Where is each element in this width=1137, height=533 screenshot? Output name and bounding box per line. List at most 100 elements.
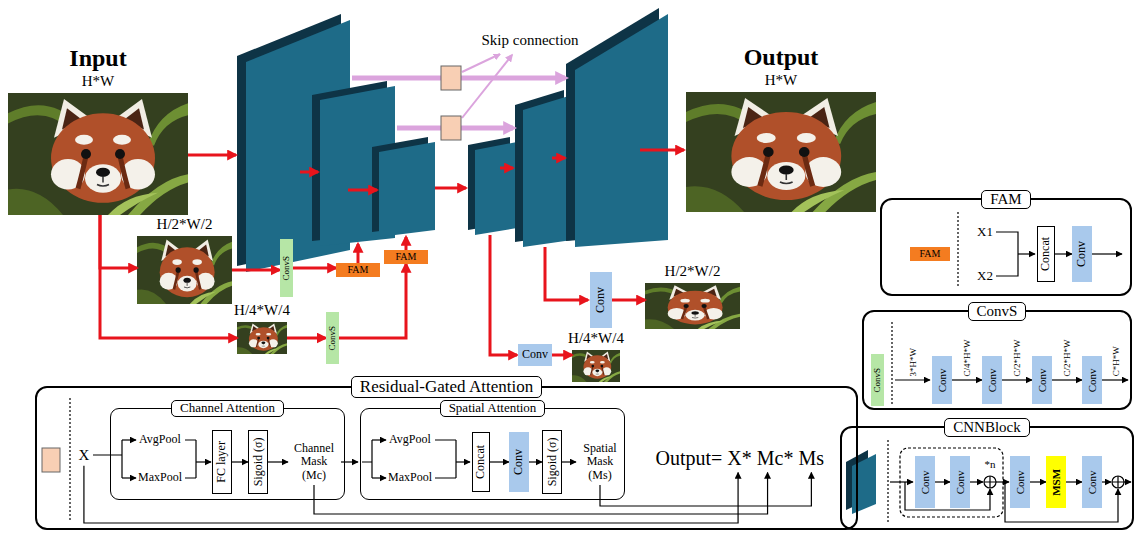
dotted-separator [957,212,958,288]
sum-symbol [984,476,996,488]
half-scale-image: H/2*W/2 [137,236,232,304]
feature-block [852,454,876,514]
shape-label: C/2*H*W [1012,339,1022,376]
box-label: Conv [1086,470,1099,494]
panel-title: CNNBlock [944,418,1030,437]
shape-label: 3*H*W [908,347,918,376]
shape-label: C/4*H*W [962,339,972,376]
feature-blocks [237,8,668,272]
convs-wiring [892,322,1128,404]
fam-wiring [958,212,1122,288]
flow-arrow [188,154,236,157]
caption-stack: H/2*W/2 [157,216,213,233]
box-label: ConvS [872,368,882,393]
connector-arrow [935,481,950,482]
wire [1092,253,1122,254]
pool-label: AvgPool [139,433,181,447]
wire [1018,253,1035,254]
feature-block [475,142,517,235]
shape-label: C/2*H*W [1062,339,1072,376]
pool-label: MaxPool [138,471,182,485]
shape-label: C*H*W [1111,346,1121,376]
image-caption: H/2*W/2 [665,263,721,280]
concat-box: Concat [1037,226,1055,282]
input-symbol: X [79,447,90,464]
box-label: Conv [986,368,999,392]
conv-box: Conv [1010,456,1030,508]
flow-arrow [612,299,645,302]
output-formula: Output= X* Mc* Ms [656,447,825,470]
box-label: Conv [512,449,526,475]
wire [996,232,1018,276]
image-caption: H/4*W/4 [234,302,290,319]
box-label: Conv [594,287,608,313]
box-label: FAM [348,264,369,276]
box-label: Conv [919,470,932,494]
fam-box: FAM [910,247,950,261]
box-label: FAM [920,248,941,260]
wire [562,461,576,462]
flow-arrow [640,149,684,152]
conv-box: Conv [1032,356,1052,404]
mask-label: Channel Mask (Mc) [290,442,338,483]
concat-box: Concat [472,432,490,492]
flow-arrow [300,171,318,174]
fc-layer-box: FC layer [212,430,232,494]
flow-arrow [357,244,360,263]
box-label: Sigoid (σ) [545,438,559,487]
gating-wires [84,466,811,523]
wire [122,477,136,478]
flow-arrow [405,237,408,250]
convs-box: ConvS [280,239,293,297]
input-symbol: X2 [977,269,993,284]
image-caption: H/4*W/4 [568,330,624,347]
wire [372,439,386,440]
conv-box: Conv [1082,356,1102,404]
sum-symbol [984,476,996,488]
repeat-label: *n [985,458,996,471]
flow-arrow [552,354,572,357]
panel-title: FAM [981,190,1030,209]
box-label: Conv [954,470,967,494]
connector-arrow [490,461,509,462]
pool-label: MaxPool [388,471,432,485]
image-caption: Input [69,45,126,73]
output-image: OutputH*W [686,92,876,212]
conv-box: Conv [1072,226,1092,282]
convs-panel: ConvSConvSConvConvConvConv [862,310,1132,410]
flow-arrow [435,187,466,190]
msm-box: MSM [1046,456,1066,508]
red-panda-photo [237,322,287,354]
sigmoid-box: Sigoid (σ) [248,430,268,494]
leader-line [462,54,500,72]
image-caption: H*W [744,72,819,89]
image-caption: H*W [69,73,126,90]
attention-wiring [70,398,576,522]
quarter-scale-image: H/4*W/4 [237,322,287,354]
fam-panel: FAMFAMConcatConv [880,198,1132,296]
connector-arrow [1002,379,1032,380]
caption-stack: H/2*W/2 [665,263,721,280]
connector-arrow [952,379,982,380]
skip-connection-label: Skip connection [482,32,579,49]
box-label: Conv [936,368,949,392]
sigmoid-box: Sigoid (σ) [542,430,562,494]
fam-box: FAM [384,250,428,264]
pool-label: AvgPool [389,433,431,447]
wire [600,473,811,507]
box-label: MSM [1050,469,1063,496]
cnnblock-panel: CNNBlockConvConvConvMSMConv [840,426,1134,530]
box-label: Conv [1075,241,1089,267]
box-label: Conv [1036,368,1049,392]
box-label: Concat [474,445,488,479]
red-panda-photo [137,236,232,304]
wire [268,461,288,462]
box-label: Concat [1039,237,1053,271]
panel-title: ConvS [968,302,1027,321]
wire [456,461,470,462]
box-label: FC layer [215,441,229,483]
connector-arrow [1055,253,1072,254]
box-label: Conv [1086,368,1099,392]
wire [196,461,211,462]
